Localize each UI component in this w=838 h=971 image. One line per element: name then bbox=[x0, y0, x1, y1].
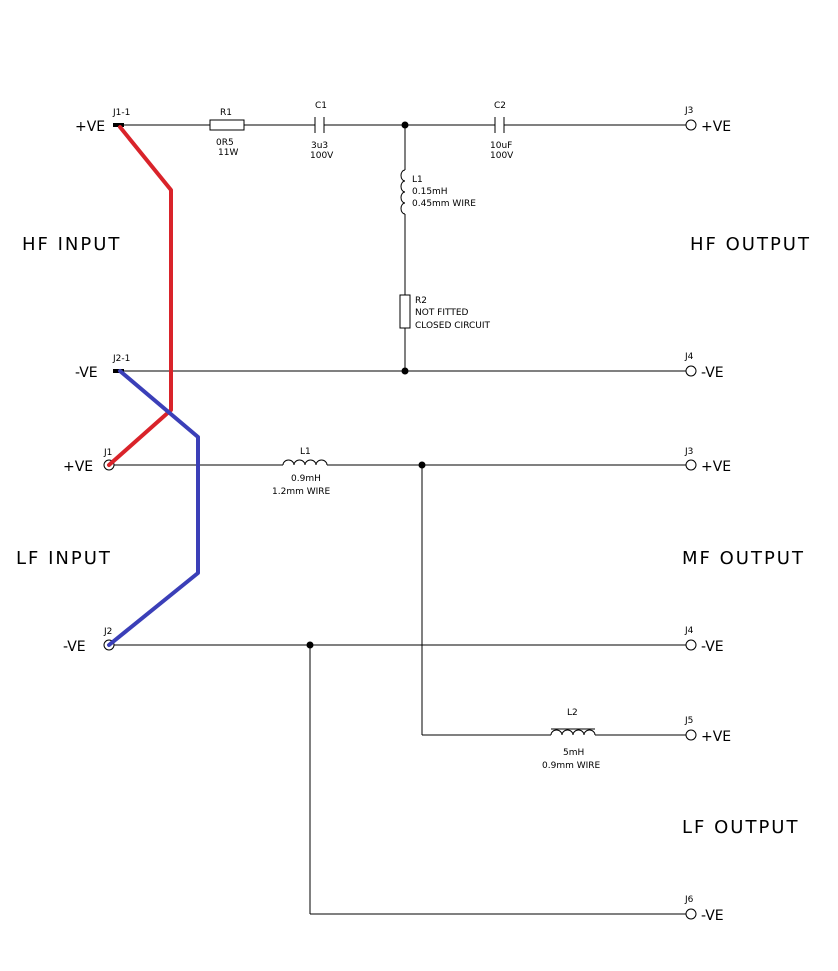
lf-j5-terminal bbox=[685, 729, 697, 741]
c1-capacitor bbox=[314, 117, 325, 133]
c2-ref: C2 bbox=[494, 101, 506, 111]
r2-ref: R2 bbox=[415, 296, 427, 306]
j1-1-label: J1-1 bbox=[112, 108, 130, 118]
mf-j3-label: J3 bbox=[684, 447, 693, 457]
r2-line2: CLOSED CIRCUIT bbox=[415, 321, 491, 331]
j2-label: J2 bbox=[103, 627, 112, 637]
mf-j3-terminal bbox=[685, 459, 697, 471]
c1-ref: C1 bbox=[315, 101, 327, 111]
blue-jumper-wire bbox=[107, 369, 200, 647]
r1-value: 0R5 bbox=[216, 138, 234, 148]
hf-l1-value: 0.15mH bbox=[412, 187, 448, 197]
hf-out-pos-label: +VE bbox=[701, 119, 731, 135]
c1-rating: 100V bbox=[310, 151, 334, 161]
hf-j4-label: J4 bbox=[684, 352, 694, 362]
lf-output-title: LF OUTPUT bbox=[682, 817, 799, 838]
r2-line1: NOT FITTED bbox=[415, 308, 469, 318]
mf-j4-terminal bbox=[685, 639, 697, 651]
hf-j3-label: J3 bbox=[684, 106, 693, 116]
hf-j3-terminal bbox=[685, 119, 697, 131]
lf-out-neg-label: -VE bbox=[701, 908, 724, 924]
mf-j4-label: J4 bbox=[684, 626, 694, 636]
red-jumper-wire bbox=[107, 125, 173, 467]
hf-j4-terminal bbox=[685, 365, 697, 377]
l2-ref: L2 bbox=[567, 708, 578, 718]
mf-output-title: MF OUTPUT bbox=[682, 548, 805, 569]
c2-capacitor bbox=[494, 117, 505, 133]
c1-value: 3u3 bbox=[311, 141, 328, 151]
l2-inductor bbox=[550, 729, 596, 736]
lf-input-pos-label: +VE bbox=[63, 459, 93, 475]
mf-l1-ref: L1 bbox=[300, 447, 311, 457]
c2-rating: 100V bbox=[490, 151, 514, 161]
mf-out-pos-label: +VE bbox=[701, 459, 731, 475]
j1-label: J1 bbox=[103, 448, 112, 458]
hf-input-title: HF INPUT bbox=[22, 234, 121, 255]
l2-value: 5mH bbox=[563, 748, 584, 758]
lf-out-pos-label: +VE bbox=[701, 729, 731, 745]
c2-value: 10uF bbox=[490, 141, 512, 151]
hf-out-neg-label: -VE bbox=[701, 365, 724, 381]
lf-j6-terminal bbox=[685, 908, 697, 920]
r1-ref: R1 bbox=[220, 108, 232, 118]
hf-l1-inductor bbox=[400, 169, 406, 215]
lf-input-title: LF INPUT bbox=[16, 548, 112, 569]
l2-wire: 0.9mm WIRE bbox=[542, 761, 601, 771]
hf-input-pos-label: +VE bbox=[75, 119, 105, 135]
mf-l1-inductor bbox=[282, 459, 328, 466]
lf-j6-label: J6 bbox=[684, 895, 694, 905]
hf-l1-wire: 0.45mm WIRE bbox=[412, 199, 476, 209]
r2-resistor bbox=[399, 294, 411, 329]
mf-out-neg-label: -VE bbox=[701, 639, 724, 655]
hf-junction-bottom bbox=[401, 367, 409, 375]
mf-l1-wire: 1.2mm WIRE bbox=[272, 487, 331, 497]
lf-input-neg-label: -VE bbox=[63, 639, 86, 655]
lf-j5-label: J5 bbox=[684, 716, 693, 726]
hf-output-title: HF OUTPUT bbox=[690, 234, 811, 255]
r1-resistor bbox=[209, 119, 245, 131]
mf-l1-value: 0.9mH bbox=[291, 474, 321, 484]
r1-rating: 11W bbox=[218, 148, 238, 158]
hf-l1-ref: L1 bbox=[412, 175, 423, 185]
j2-1-label: J2-1 bbox=[112, 354, 130, 364]
hf-input-neg-label: -VE bbox=[75, 365, 98, 381]
